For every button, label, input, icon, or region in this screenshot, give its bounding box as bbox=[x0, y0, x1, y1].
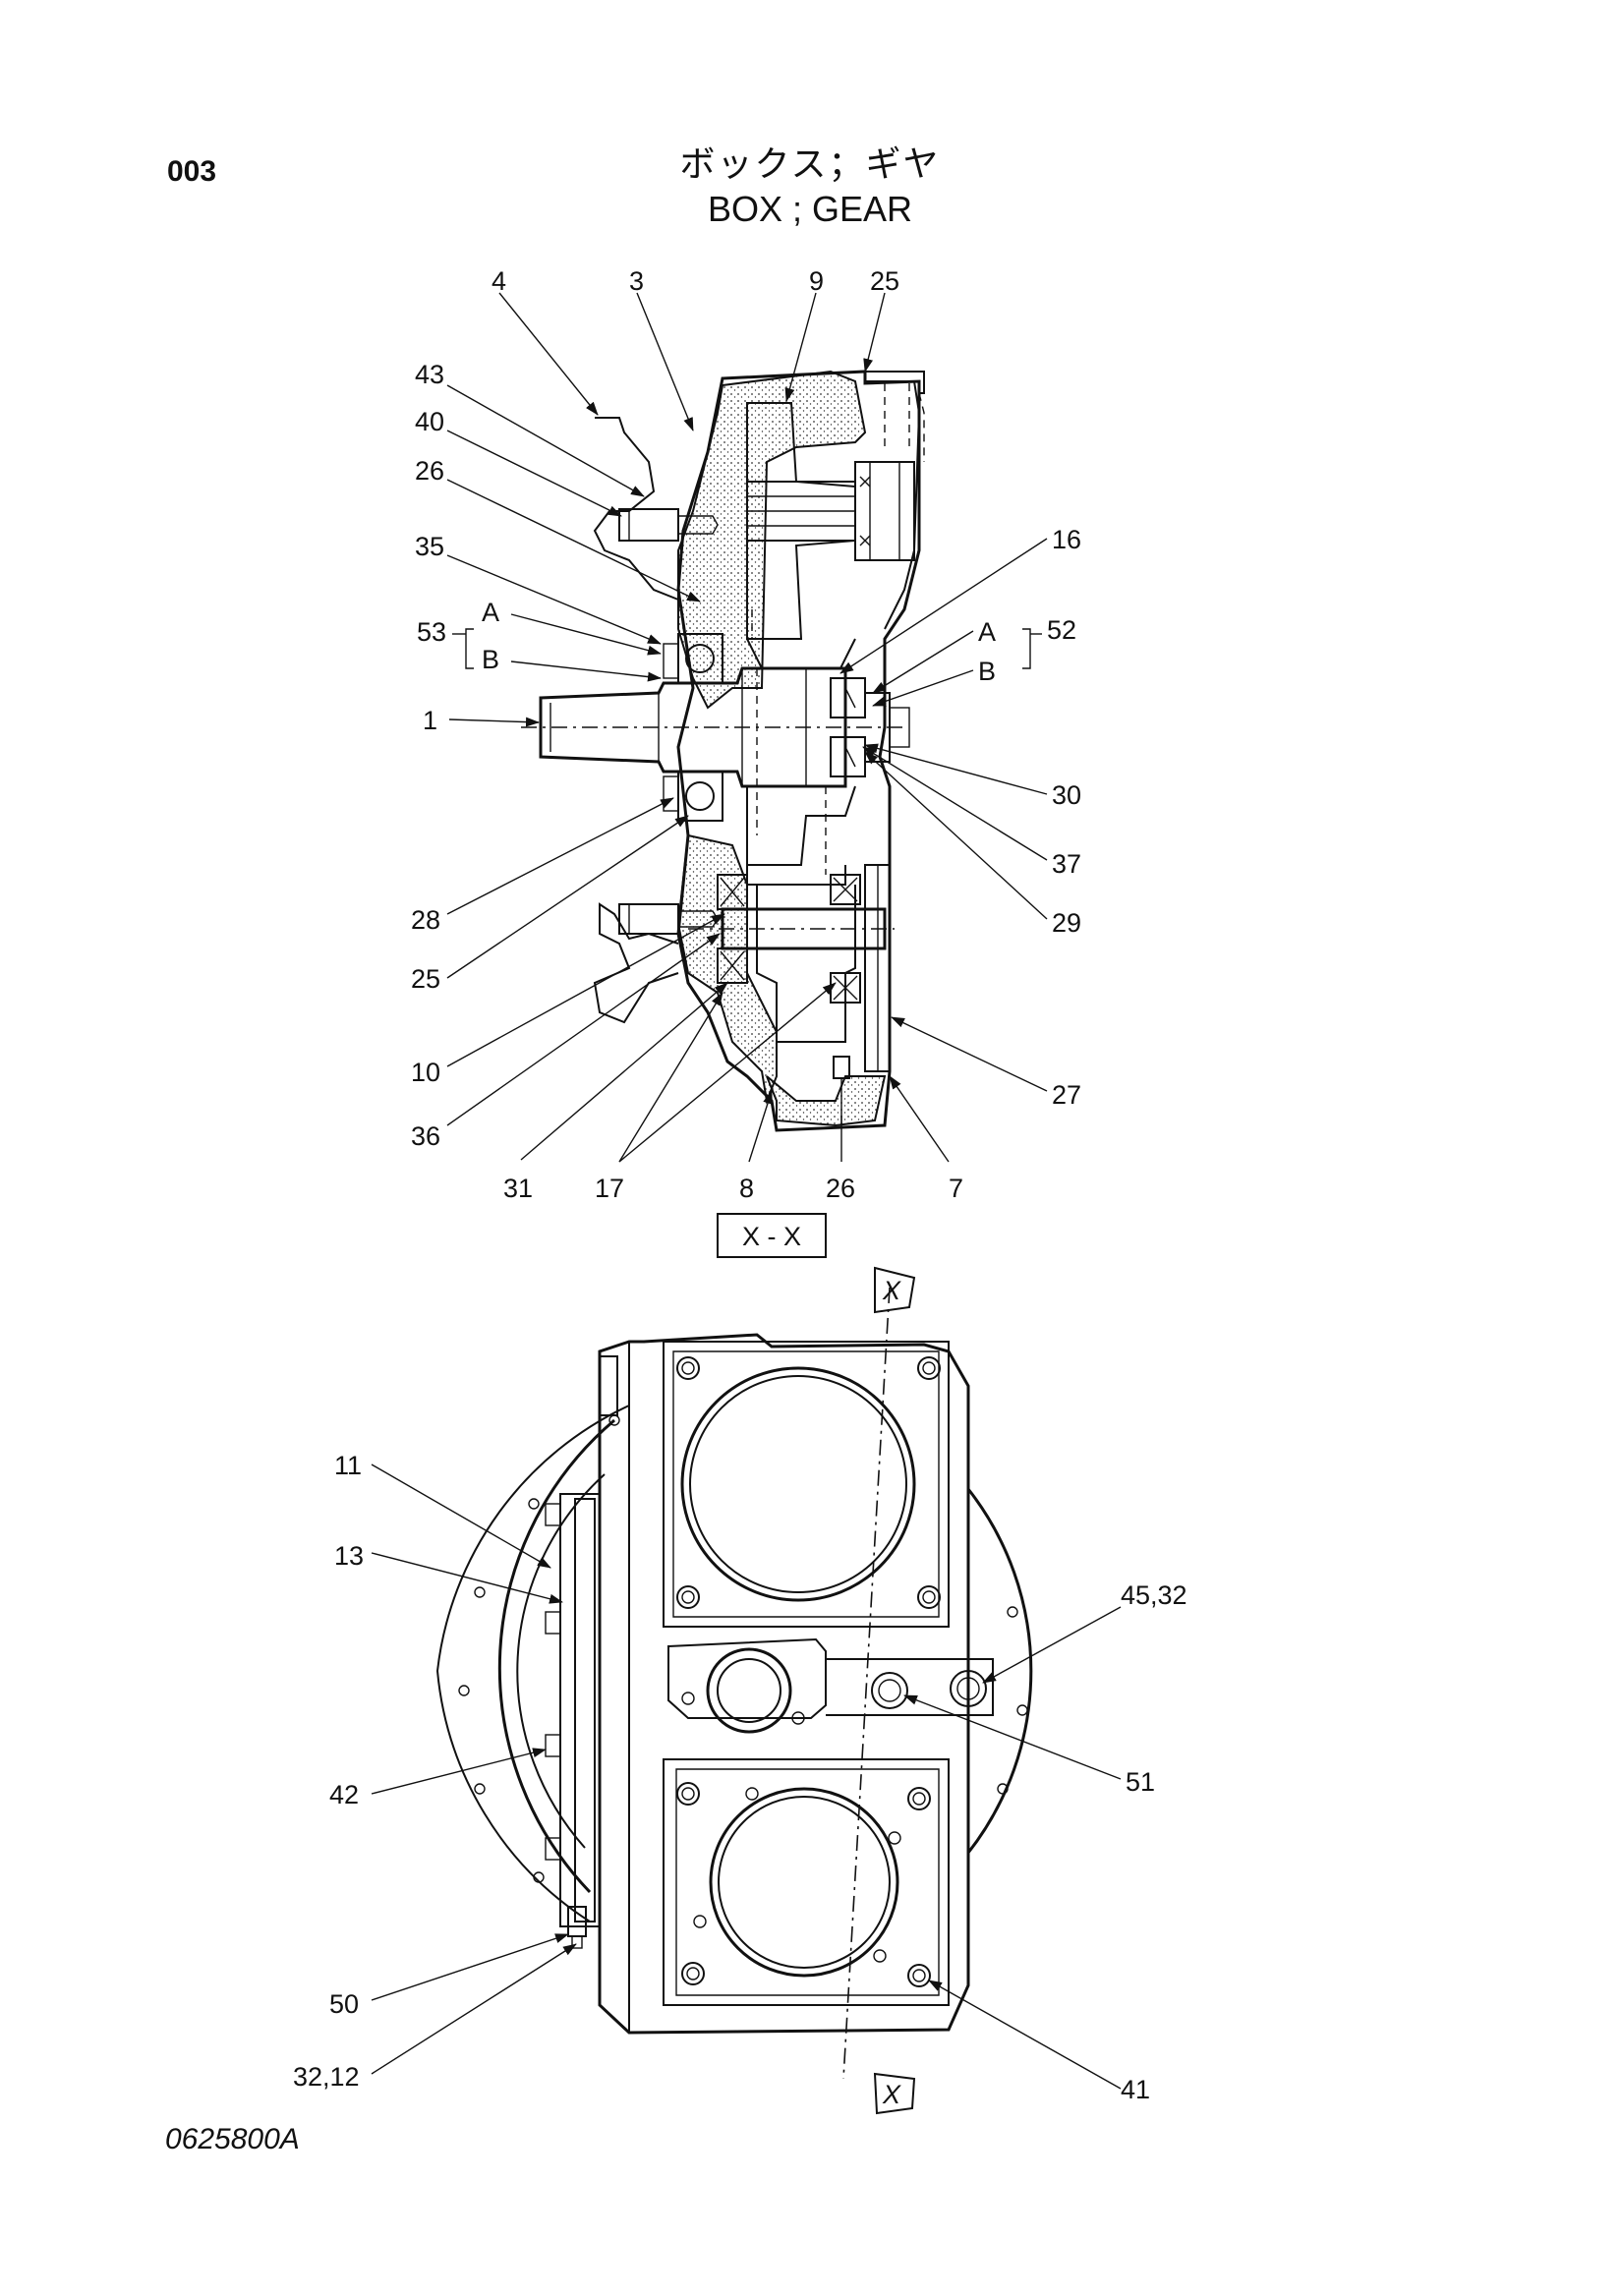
lower-bearing-left bbox=[717, 874, 748, 984]
callout-9: 9 bbox=[809, 266, 824, 296]
callout-1: 1 bbox=[423, 706, 437, 735]
plan-view: X X 11 13 42 50 32,12 45,32 51 41 bbox=[293, 1266, 1187, 2115]
top-pad-bolts bbox=[676, 1356, 941, 1609]
callout-3: 3 bbox=[629, 266, 644, 296]
callout-27: 27 bbox=[1052, 1080, 1081, 1110]
relief-port-plate bbox=[826, 1658, 994, 1716]
upper-right-bearing bbox=[854, 461, 915, 561]
middle-port-plate bbox=[667, 1637, 827, 1719]
side-tab-4 bbox=[545, 1837, 561, 1861]
relief-valve-45-inner bbox=[956, 1677, 980, 1700]
top-motor-pad bbox=[663, 1341, 950, 1628]
bottom-motor-bore-inner bbox=[718, 1796, 891, 1969]
callout-8: 8 bbox=[739, 1174, 754, 1203]
callout-30: 30 bbox=[1052, 780, 1081, 810]
callout-52-a: A bbox=[978, 617, 996, 647]
side-tab-1 bbox=[545, 1503, 561, 1526]
bottom-motor-bore bbox=[709, 1787, 899, 1978]
input-bearing-upper bbox=[663, 633, 723, 684]
callout-17: 17 bbox=[595, 1174, 624, 1203]
top-cover bbox=[865, 371, 925, 462]
callout-25-bottom: 25 bbox=[411, 964, 440, 994]
page-number: 003 bbox=[167, 155, 217, 188]
top-motor-bore bbox=[680, 1366, 916, 1602]
bottom-pad-bolts bbox=[676, 1782, 931, 1987]
callout-52: 52 bbox=[1047, 615, 1076, 645]
side-tab-3 bbox=[545, 1734, 561, 1757]
callout-51: 51 bbox=[1126, 1767, 1155, 1797]
side-cover-inner bbox=[574, 1498, 596, 1923]
top-motor-pad-inner bbox=[672, 1350, 940, 1618]
relief-valve-45 bbox=[950, 1670, 987, 1707]
callout-7: 7 bbox=[949, 1174, 963, 1203]
section-marker-top: X bbox=[874, 1266, 916, 1314]
callout-43: 43 bbox=[415, 360, 444, 389]
section-label: X - X bbox=[742, 1222, 801, 1251]
housing-bottom-casting bbox=[766, 1075, 887, 1127]
cover-plate-top bbox=[865, 380, 921, 630]
relief-valve-51 bbox=[871, 1672, 908, 1709]
middle-port-hole-left bbox=[681, 1692, 695, 1705]
callout-25-top: 25 bbox=[870, 266, 899, 296]
bracket-53 bbox=[465, 628, 474, 669]
callout-26-top: 26 bbox=[415, 456, 444, 486]
callout-53-b: B bbox=[482, 645, 499, 674]
ring-flange-outer bbox=[497, 1418, 1033, 1894]
middle-port-hole-right bbox=[791, 1711, 805, 1725]
housing-upper-casting bbox=[677, 370, 867, 710]
callout-41: 41 bbox=[1121, 2075, 1150, 2104]
side-tab-2 bbox=[545, 1611, 561, 1635]
section-leaders bbox=[446, 292, 1048, 1163]
callout-11: 11 bbox=[334, 1451, 362, 1480]
top-motor-bore-inner bbox=[689, 1375, 907, 1593]
callout-35: 35 bbox=[415, 532, 444, 561]
section-marker-bottom: X bbox=[873, 2072, 916, 2115]
drain-fitting bbox=[567, 1906, 587, 1949]
callout-13: 13 bbox=[334, 1541, 364, 1571]
side-cover-plate bbox=[559, 1493, 601, 1927]
callout-10: 10 bbox=[411, 1058, 440, 1087]
callout-50: 50 bbox=[329, 1989, 359, 2019]
input-shaft bbox=[521, 666, 904, 788]
bottom-motor-pad-inner bbox=[675, 1768, 940, 1996]
ring-flange-outer-left bbox=[435, 1405, 630, 1923]
callout-40: 40 bbox=[415, 407, 444, 436]
housing-outline bbox=[676, 370, 921, 1132]
callout-42: 42 bbox=[329, 1780, 359, 1809]
middle-port-bore bbox=[706, 1647, 792, 1734]
callout-36: 36 bbox=[411, 1121, 440, 1151]
section-label-box bbox=[717, 1213, 827, 1258]
title-english: BOX ; GEAR bbox=[707, 189, 913, 229]
svg-text:X: X bbox=[882, 2080, 901, 2109]
ring-flange-inner bbox=[516, 1473, 606, 1849]
callout-37: 37 bbox=[1052, 849, 1081, 879]
bracket-52 bbox=[1022, 628, 1031, 669]
svg-text:X: X bbox=[882, 1276, 901, 1305]
middle-port-bore-inner bbox=[717, 1658, 781, 1723]
section-view: 4 3 9 25 43 40 26 35 53 A B 1 28 25 10 3… bbox=[411, 266, 1081, 1258]
callout-53: 53 bbox=[417, 617, 446, 647]
mount-flange-lower bbox=[593, 902, 679, 1024]
callout-31: 31 bbox=[503, 1174, 533, 1203]
bolt-upper bbox=[618, 508, 719, 542]
bottom-motor-pad bbox=[663, 1758, 950, 2006]
callout-32-12: 32,12 bbox=[293, 2062, 360, 2092]
callout-4: 4 bbox=[492, 266, 506, 296]
plan-housing-body bbox=[598, 1333, 970, 2035]
drawing-number: 0625800A bbox=[165, 2123, 300, 2155]
callout-53-a: A bbox=[482, 598, 499, 627]
section-line bbox=[842, 1287, 891, 2080]
callout-28: 28 bbox=[411, 905, 440, 935]
callout-29: 29 bbox=[1052, 908, 1081, 938]
input-bearing-lower bbox=[663, 771, 723, 822]
callout-45-32: 45,32 bbox=[1121, 1580, 1187, 1610]
relief-valve-51-inner bbox=[878, 1679, 901, 1702]
title-japanese: ボックス；ギヤ bbox=[679, 144, 941, 184]
callout-26-bottom: 26 bbox=[826, 1174, 855, 1203]
callout-52-b: B bbox=[978, 657, 996, 686]
plan-leaders bbox=[371, 1464, 1122, 2090]
plan-boss-top bbox=[599, 1355, 618, 1416]
callout-16: 16 bbox=[1052, 525, 1081, 554]
